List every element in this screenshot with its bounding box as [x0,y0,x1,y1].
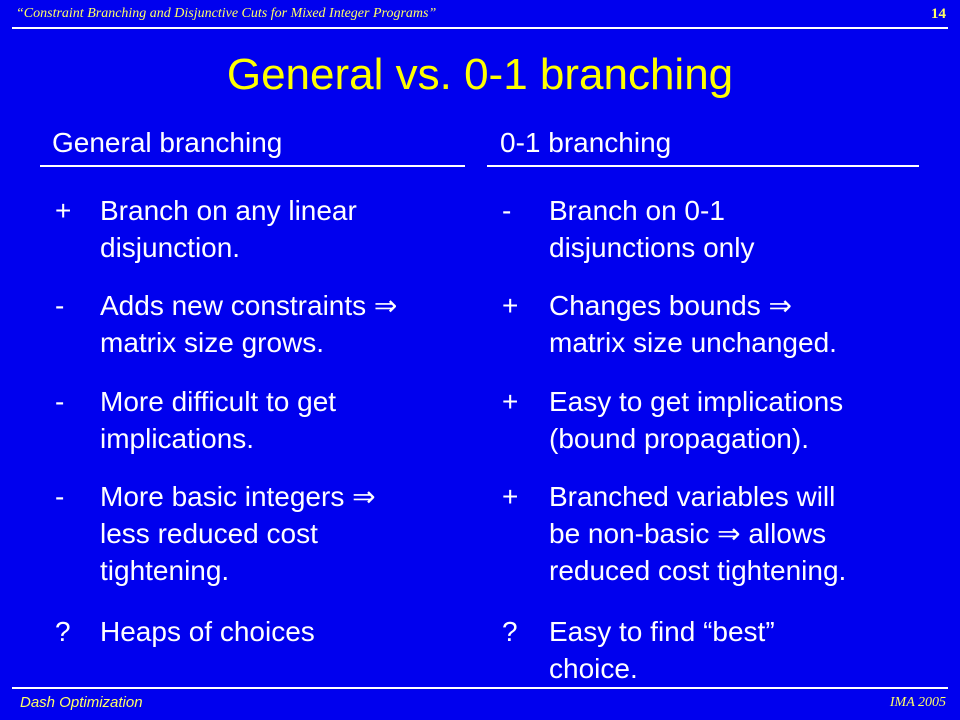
footer-company: Dash Optimization [20,694,143,711]
item-symbol: - [55,386,65,417]
header-deck-title: “Constraint Branching and Disjunctive Cu… [16,6,437,21]
item-text: Branched variables will be non-basic ⇒ a… [549,481,847,586]
footer-divider [12,687,948,689]
page-number: 14 [931,6,946,22]
item-text: More basic integers ⇒ less reduced cost … [100,481,376,586]
item-symbol: - [55,290,65,321]
item-text: Adds new constraints ⇒ matrix size grows… [100,290,398,358]
footer-event: IMA 2005 [889,695,946,710]
item-text: Branch on 0-1 disjunctions only [549,195,755,263]
item-symbol: + [502,386,519,417]
item-symbol: + [502,290,519,321]
left-column-divider [40,165,465,167]
item-symbol: + [55,195,72,226]
item-symbol: - [55,481,65,512]
left-column-heading: General branching [52,127,283,158]
item-text: Easy to find “best” choice. [549,616,775,684]
item-symbol: + [502,481,519,512]
item-text: Heaps of choices [100,616,315,647]
item-text: More difficult to get implications. [100,386,337,454]
header-divider [12,27,948,29]
item-symbol: ? [502,616,518,647]
item-symbol: ? [55,616,71,647]
item-symbol: - [502,195,512,226]
item-text: Easy to get implications (bound propagat… [549,386,844,454]
item-text: Changes bounds ⇒ matrix size unchanged. [549,290,837,358]
slide-title: General vs. 0-1 branching [226,50,734,99]
right-column-heading: 0-1 branching [500,127,672,158]
right-column-divider [487,165,919,167]
item-text: Branch on any linear disjunction. [100,195,357,263]
